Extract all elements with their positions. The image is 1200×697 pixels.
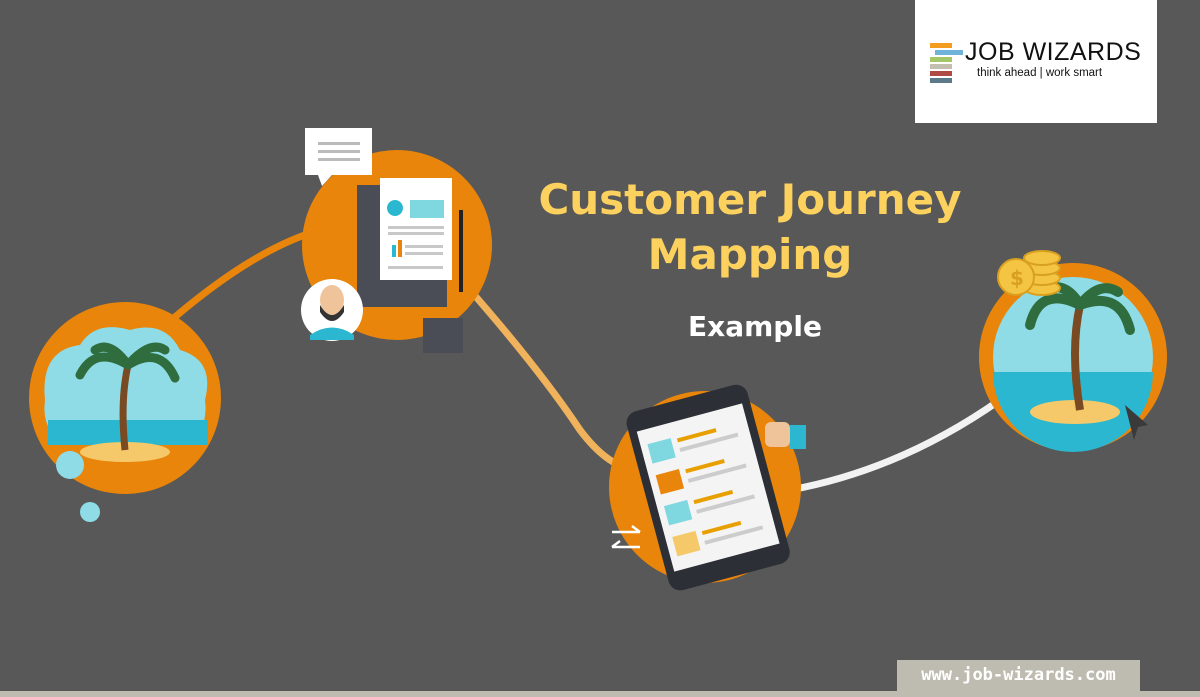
bottom-strip bbox=[0, 691, 1200, 697]
logo-name: JOB WIZARDS bbox=[965, 38, 1142, 66]
logo-tagline: think ahead | work smart bbox=[977, 67, 1103, 79]
page-title: Customer Journey Mapping bbox=[538, 175, 962, 279]
footer-url-box[interactable]: www.job-wizards.com bbox=[897, 660, 1140, 697]
journey-path-3 bbox=[789, 397, 1003, 494]
journey-path-1 bbox=[157, 226, 321, 333]
footer-url[interactable]: www.job-wizards.com bbox=[921, 665, 1116, 685]
svg-text:$: $ bbox=[1010, 266, 1024, 290]
logo-books-icon bbox=[930, 43, 963, 85]
stage-1-island-circle bbox=[29, 302, 221, 522]
stage-3-tablet-circle bbox=[609, 384, 806, 591]
page-subtitle: Example bbox=[688, 310, 822, 343]
stage-4-island-circle: $ bbox=[979, 250, 1167, 452]
stage-2-research-circle bbox=[301, 128, 492, 353]
job-wizards-logo[interactable]: JOB WIZARDS think ahead | work smart bbox=[915, 0, 1157, 123]
